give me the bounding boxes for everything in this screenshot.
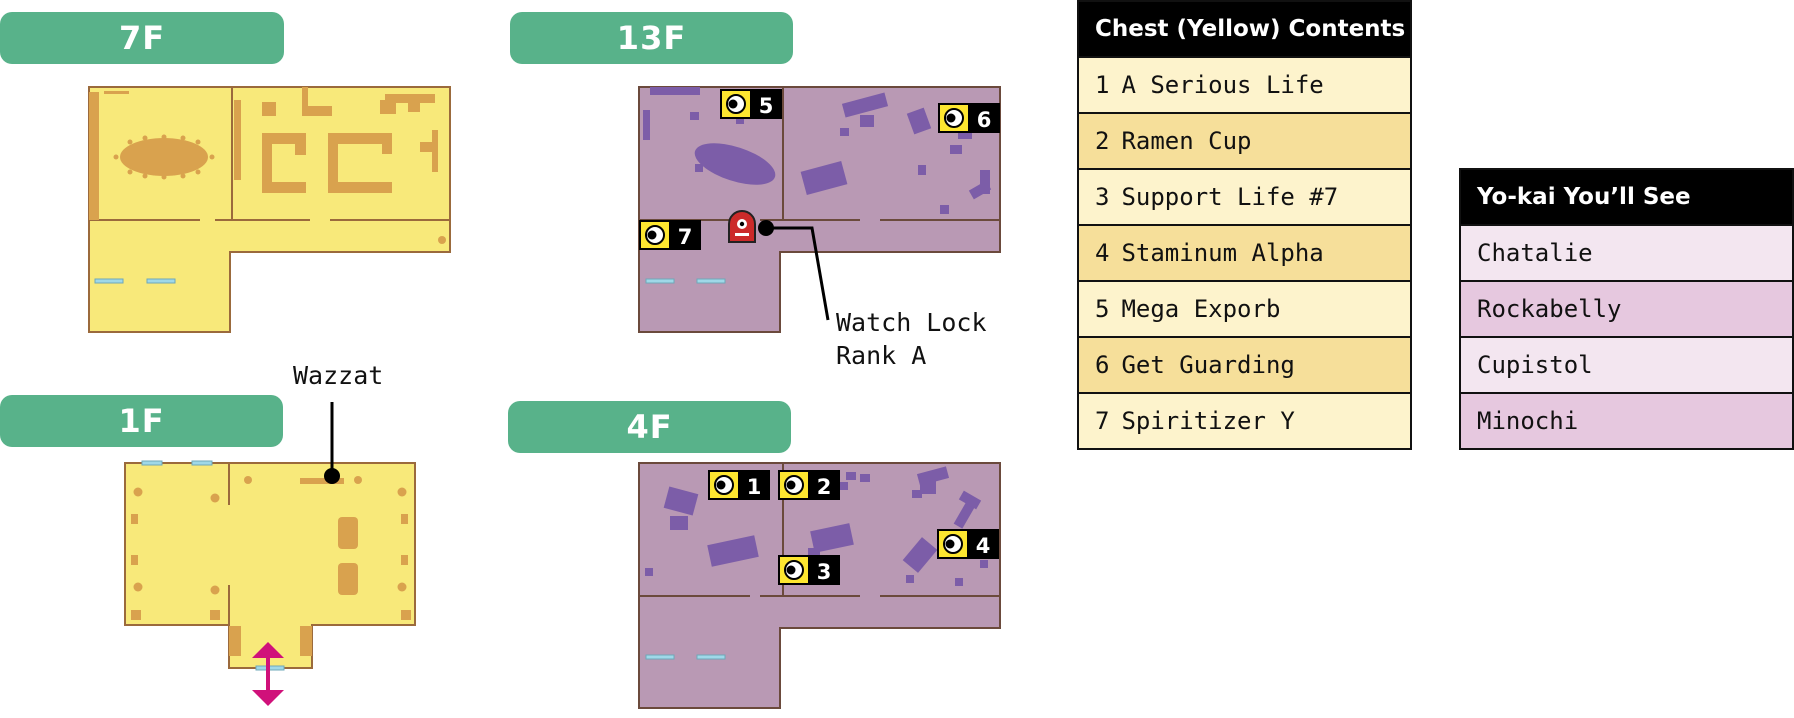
watch-lock-pointer [758, 220, 830, 321]
map-13f [638, 86, 1001, 333]
floor-tab-4f: 4F [508, 401, 791, 453]
chest-table-title: Chest (Yellow) Contents [1079, 2, 1410, 56]
chest-marker-1-number: 1 [747, 475, 762, 499]
chest-row-number: 7 [1095, 407, 1110, 435]
chest-row-item: Staminum Alpha [1121, 239, 1324, 267]
chest-marker-7: 7 [639, 220, 701, 250]
map-7f [88, 86, 451, 333]
chest-marker-1: 1 [708, 470, 770, 500]
chest-row: 4 Staminum Alpha [1079, 224, 1410, 280]
chest-row-number: 3 [1095, 183, 1110, 211]
chest-row-number: 6 [1095, 351, 1110, 379]
wazzat-label: Wazzat [293, 361, 384, 390]
chest-row-item: A Serious Life [1121, 71, 1324, 99]
yokai-table-title: Yo-kai You’ll See [1461, 170, 1792, 224]
watch-lock-line2: Rank A [836, 341, 927, 370]
chest-row: 7 Spiritizer Y [1079, 392, 1410, 448]
map-1f [124, 402, 416, 706]
floor-tab-7f: 7F [0, 12, 284, 64]
chest-marker-2-number: 2 [817, 475, 832, 499]
chest-marker-6-number: 6 [977, 108, 992, 132]
floor-tab-13f: 13F [510, 12, 793, 64]
chest-row-item: Get Guarding [1121, 351, 1295, 379]
chest-row: 5 Mega Exporb [1079, 280, 1410, 336]
yokai-row: Cupistol [1461, 336, 1792, 392]
chest-row-number: 5 [1095, 295, 1110, 323]
chest-marker-3: 3 [778, 555, 840, 585]
chest-row: 6 Get Guarding [1079, 336, 1410, 392]
yokai-row: Chatalie [1461, 224, 1792, 280]
yokai-table: Yo-kai You’ll See Chatalie Rockabelly Cu… [1459, 168, 1794, 450]
floor-tab-1f: 1F [0, 395, 283, 447]
chest-row: 2 Ramen Cup [1079, 112, 1410, 168]
watch-lock-label: Watch Lock Rank A [836, 306, 987, 372]
chest-row-number: 1 [1095, 71, 1110, 99]
chest-row-item: Mega Exporb [1121, 295, 1281, 323]
chest-marker-3-number: 3 [817, 560, 832, 584]
chest-marker-7-number: 7 [678, 225, 693, 249]
chest-row-number: 4 [1095, 239, 1110, 267]
watch-lock-line1: Watch Lock [836, 308, 987, 337]
chest-marker-4: 4 [937, 529, 999, 559]
chest-row: 3 Support Life #7 [1079, 168, 1410, 224]
chest-marker-4-number: 4 [976, 534, 991, 558]
yokai-row: Minochi [1461, 392, 1792, 448]
chest-row-item: Ramen Cup [1121, 127, 1252, 155]
chest-row-item: Spiritizer Y [1121, 407, 1295, 435]
yokai-row: Rockabelly [1461, 280, 1792, 336]
chest-marker-2: 2 [778, 470, 840, 500]
watch-lock-icon [728, 210, 756, 243]
chest-row: 1 A Serious Life [1079, 56, 1410, 112]
exit-arrow-icon [252, 642, 284, 706]
chest-marker-5: 5 [720, 89, 782, 119]
chest-marker-5-number: 5 [759, 94, 774, 118]
wazzat-pointer [324, 402, 340, 484]
chest-marker-6: 6 [938, 103, 1000, 133]
chest-row-item: Support Life #7 [1121, 183, 1339, 211]
chest-row-number: 2 [1095, 127, 1110, 155]
